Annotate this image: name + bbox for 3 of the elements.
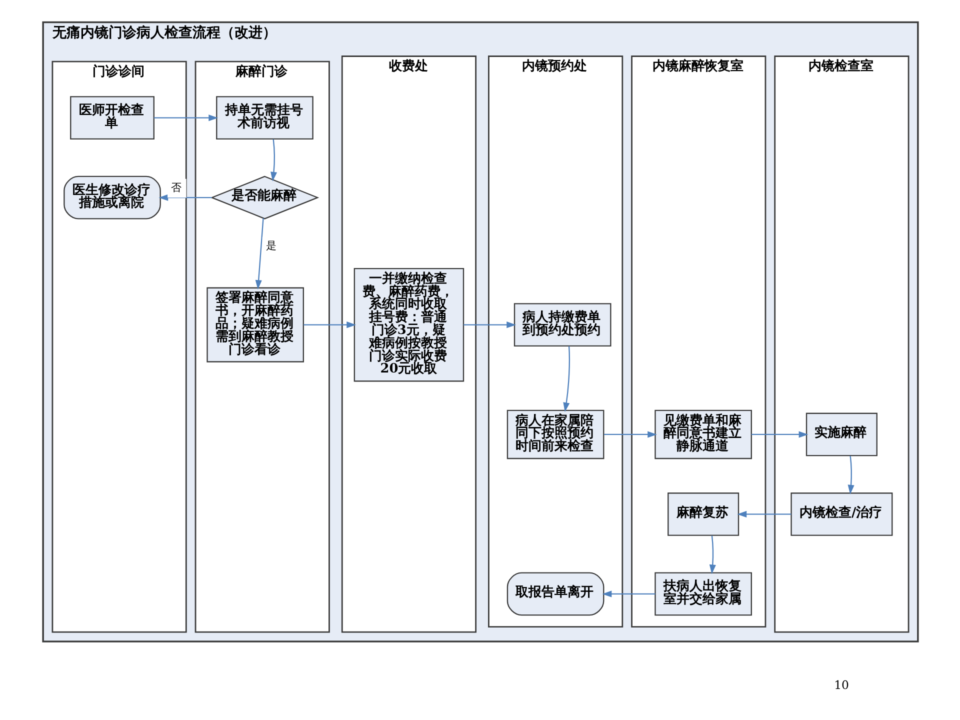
edge-label: 是 (265, 240, 276, 252)
edge-label: 否 (170, 182, 182, 194)
label: 10 (834, 678, 848, 692)
